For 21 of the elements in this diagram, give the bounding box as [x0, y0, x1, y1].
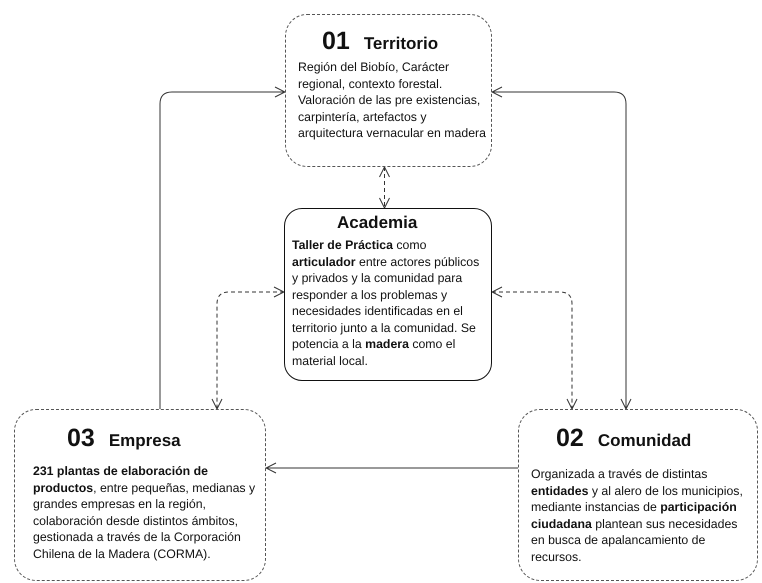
- company-box: [14, 409, 266, 581]
- section-number: 03: [67, 424, 95, 453]
- node-heading: Academia: [337, 213, 418, 233]
- description-text: Taller de Práctica como articulador entre actores públicos y privados y la comunidad para responder a los problemas y necesidades identificadas en el territorio junto a la comunidad. Se potencia a la madera como el material local.: [292, 237, 480, 369]
- description-text: 231 plantas de elaboración de productos, entre pequeñas, medianas y grandes empresas en la región, colaboración desde distintos ámbitos, gestionada a través de la Corporación Chilena de la Madera (CORMA).: [33, 463, 256, 562]
- section-number: 01: [322, 27, 350, 56]
- description-text: Organizada a través de distintas entidades y al alero de los municipios, mediante instancias de participación ciudadana plantean sus necesidades en busca de apalancamiento de recursos.: [531, 466, 744, 565]
- node-heading: Comunidad: [598, 431, 692, 451]
- territory-box: [285, 14, 492, 167]
- description-text: Región del Biobío, Carácter regional, contexto forestal. Valoración de las pre existencias, carpintería, artefactos y arquitectura vernacular en madera: [298, 59, 487, 142]
- section-number: 02: [556, 424, 584, 453]
- arrow: [492, 86, 632, 410]
- arrow: [379, 166, 390, 208]
- node-heading: Empresa: [108, 431, 181, 451]
- arrow: [160, 86, 286, 410]
- academy-box: [284, 208, 492, 381]
- arrow: [212, 286, 284, 410]
- community-box: [518, 409, 758, 581]
- arrow: [492, 286, 578, 410]
- arrow: [266, 462, 518, 474]
- node-heading: Territorio: [364, 34, 438, 54]
